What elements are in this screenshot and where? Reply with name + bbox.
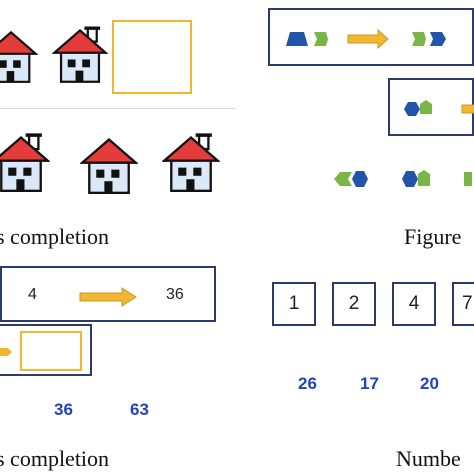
house-chimney-icon [52, 26, 108, 84]
shape-icon [464, 172, 472, 186]
house-row-1 [0, 26, 108, 84]
house-icon [81, 138, 137, 195]
answer-box[interactable] [20, 331, 82, 371]
sequence-panel: 4 36 [0, 266, 216, 322]
figure-panel-2 [388, 78, 474, 136]
caption-bottom-right: Numbe [396, 446, 461, 471]
caption-bottom-left: s completion [0, 446, 110, 471]
pentagon-icon [420, 100, 432, 114]
arrow-icon [461, 104, 474, 114]
trapezoid-icon [286, 32, 308, 46]
figure-sequence-2 [404, 100, 474, 116]
arrow-icon [347, 28, 389, 50]
pentagon-icon [418, 170, 430, 186]
hexagon-icon [352, 171, 368, 187]
divider [0, 108, 236, 109]
number-box-0: 1 [272, 282, 316, 326]
number-box-3: 7 [452, 282, 474, 326]
number-box-1: 2 [332, 282, 376, 326]
hexagon-icon [402, 171, 418, 187]
arrow-icon [79, 287, 137, 307]
sequence-value-second: 36 [166, 286, 184, 303]
chevron-icon [412, 32, 426, 46]
figure-panel-1 [268, 8, 474, 66]
arrow-icon [0, 348, 12, 356]
option-0[interactable]: 26 [298, 374, 317, 393]
option-1[interactable]: 63 [130, 400, 149, 419]
caption-top-left: s completion [0, 224, 110, 249]
figure-sequence-1 [286, 28, 446, 50]
chevron-icon [430, 32, 446, 46]
caption-top-right: Figure [404, 224, 462, 249]
option-0[interactable]: 36 [54, 400, 73, 419]
hexagon-icon [404, 102, 420, 116]
house-chimney-icon [162, 133, 220, 193]
chevron-icon [314, 32, 328, 46]
answer-box[interactable] [112, 20, 192, 94]
figure-options [334, 170, 472, 187]
chevron-icon [334, 172, 352, 186]
house-icon [0, 31, 37, 83]
house-chimney-icon [0, 133, 50, 193]
option-2[interactable]: 20 [420, 374, 439, 393]
sequence-panel-2 [0, 324, 92, 376]
sequence-value-first: 4 [28, 286, 37, 303]
house-row-2 [0, 133, 220, 195]
number-box-2: 4 [392, 282, 436, 326]
option-1[interactable]: 17 [360, 374, 379, 393]
